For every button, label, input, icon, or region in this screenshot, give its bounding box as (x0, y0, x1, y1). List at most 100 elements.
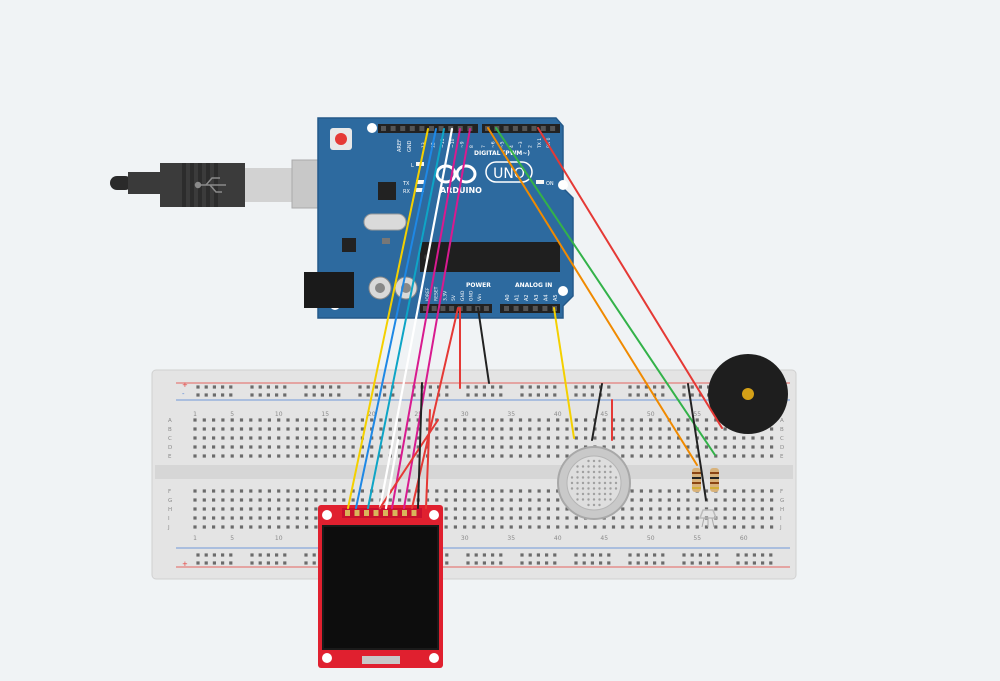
breadboard-hole[interactable] (528, 427, 532, 431)
breadboard-hole[interactable] (425, 498, 430, 502)
rail-hole[interactable] (715, 561, 719, 565)
breadboard-hole[interactable] (277, 445, 281, 449)
rail-hole[interactable] (320, 393, 324, 397)
breadboard-hole[interactable] (472, 445, 476, 449)
breadboard-hole[interactable] (658, 436, 662, 440)
breadboard-hole[interactable] (305, 418, 309, 422)
breadboard-hole[interactable] (723, 498, 727, 502)
breadboard-hole[interactable] (621, 454, 625, 458)
rail-hole[interactable] (221, 385, 225, 389)
breadboard-hole[interactable] (546, 489, 550, 493)
header-pin[interactable] (400, 126, 406, 131)
rail-hole[interactable] (607, 385, 611, 389)
breadboard-hole[interactable] (249, 489, 253, 493)
breadboard-hole[interactable] (277, 489, 281, 493)
breadboard-hole[interactable] (472, 436, 476, 440)
rail-hole[interactable] (283, 385, 287, 389)
rail-hole[interactable] (690, 385, 694, 389)
breadboard-hole[interactable] (537, 516, 541, 520)
breadboard-hole[interactable] (481, 507, 485, 511)
header-pin[interactable] (504, 306, 509, 311)
header-pin[interactable] (503, 126, 509, 131)
rail-hole[interactable] (628, 553, 632, 557)
breadboard-hole[interactable] (221, 436, 225, 440)
rail-hole[interactable] (644, 553, 648, 557)
rail-hole[interactable] (482, 393, 486, 397)
breadboard-hole[interactable] (621, 436, 625, 440)
breadboard-hole[interactable] (491, 507, 495, 511)
rail-hole[interactable] (482, 553, 486, 557)
breadboard-hole[interactable] (760, 436, 764, 440)
breadboard-hole[interactable] (704, 525, 709, 529)
breadboard-hole[interactable] (305, 507, 309, 511)
header-pin[interactable] (512, 126, 518, 131)
breadboard-hole[interactable] (277, 454, 281, 458)
breadboard-hole[interactable] (230, 445, 234, 449)
breadboard-hole[interactable] (286, 507, 290, 511)
breadboard-hole[interactable] (295, 445, 299, 449)
rail-hole[interactable] (374, 385, 378, 389)
breadboard-hole[interactable] (760, 525, 764, 529)
breadboard-hole[interactable] (649, 427, 653, 431)
rail-hole[interactable] (520, 553, 524, 557)
rail-hole[interactable] (690, 561, 694, 565)
rail-hole[interactable] (653, 561, 657, 565)
breadboard-hole[interactable] (277, 418, 281, 422)
breadboard-hole[interactable] (621, 525, 625, 529)
breadboard-hole[interactable] (518, 436, 523, 440)
breadboard-hole[interactable] (649, 498, 653, 502)
breadboard-hole[interactable] (667, 454, 671, 458)
breadboard-hole[interactable] (491, 525, 495, 529)
breadboard-hole[interactable] (714, 427, 718, 431)
breadboard-hole[interactable] (379, 418, 383, 422)
header-pin[interactable] (522, 126, 528, 131)
rail-hole[interactable] (536, 385, 540, 389)
rail-hole[interactable] (491, 393, 495, 397)
rail-hole[interactable] (653, 553, 657, 557)
breadboard-hole[interactable] (546, 525, 550, 529)
breadboard-hole[interactable] (295, 507, 299, 511)
breadboard-hole[interactable] (193, 489, 197, 493)
wire-white-display[interactable] (378, 127, 454, 510)
breadboard-hole[interactable] (360, 418, 364, 422)
breadboard-hole[interactable] (686, 418, 690, 422)
rail-hole[interactable] (258, 393, 262, 397)
breadboard-hole[interactable] (658, 454, 662, 458)
wire-blue-display[interactable] (355, 128, 437, 509)
breadboard-hole[interactable] (332, 418, 337, 422)
rail-hole[interactable] (574, 393, 578, 397)
header-pin[interactable] (423, 306, 428, 311)
breadboard-hole[interactable] (500, 489, 504, 493)
rail-hole[interactable] (437, 385, 441, 389)
breadboard-hole[interactable] (584, 436, 588, 440)
breadboard-hole[interactable] (621, 507, 625, 511)
rail-hole[interactable] (628, 561, 632, 565)
rail-hole[interactable] (528, 553, 532, 557)
breadboard-hole[interactable] (500, 418, 504, 422)
breadboard-hole[interactable] (742, 489, 746, 493)
breadboard-hole[interactable] (528, 489, 532, 493)
breadboard-hole[interactable] (463, 516, 467, 520)
rail-hole[interactable] (536, 553, 540, 557)
breadboard-hole[interactable] (202, 525, 206, 529)
rail-hole[interactable] (283, 553, 287, 557)
breadboard-hole[interactable] (528, 418, 532, 422)
breadboard-hole[interactable] (537, 427, 541, 431)
breadboard-hole[interactable] (295, 498, 299, 502)
rail-hole[interactable] (466, 393, 470, 397)
rail-hole[interactable] (474, 393, 478, 397)
breadboard-hole[interactable] (202, 418, 206, 422)
breadboard-hole[interactable] (630, 445, 634, 449)
rail-hole[interactable] (520, 385, 524, 389)
breadboard-hole[interactable] (649, 436, 653, 440)
breadboard-hole[interactable] (509, 454, 513, 458)
breadboard-hole[interactable] (463, 498, 467, 502)
rail-hole[interactable] (275, 393, 279, 397)
tft-pin[interactable] (345, 510, 350, 516)
breadboard-hole[interactable] (286, 445, 290, 449)
breadboard-hole[interactable] (388, 445, 392, 449)
breadboard-hole[interactable] (491, 436, 495, 440)
breadboard-hole[interactable] (398, 427, 402, 431)
header-pin[interactable] (540, 126, 546, 131)
